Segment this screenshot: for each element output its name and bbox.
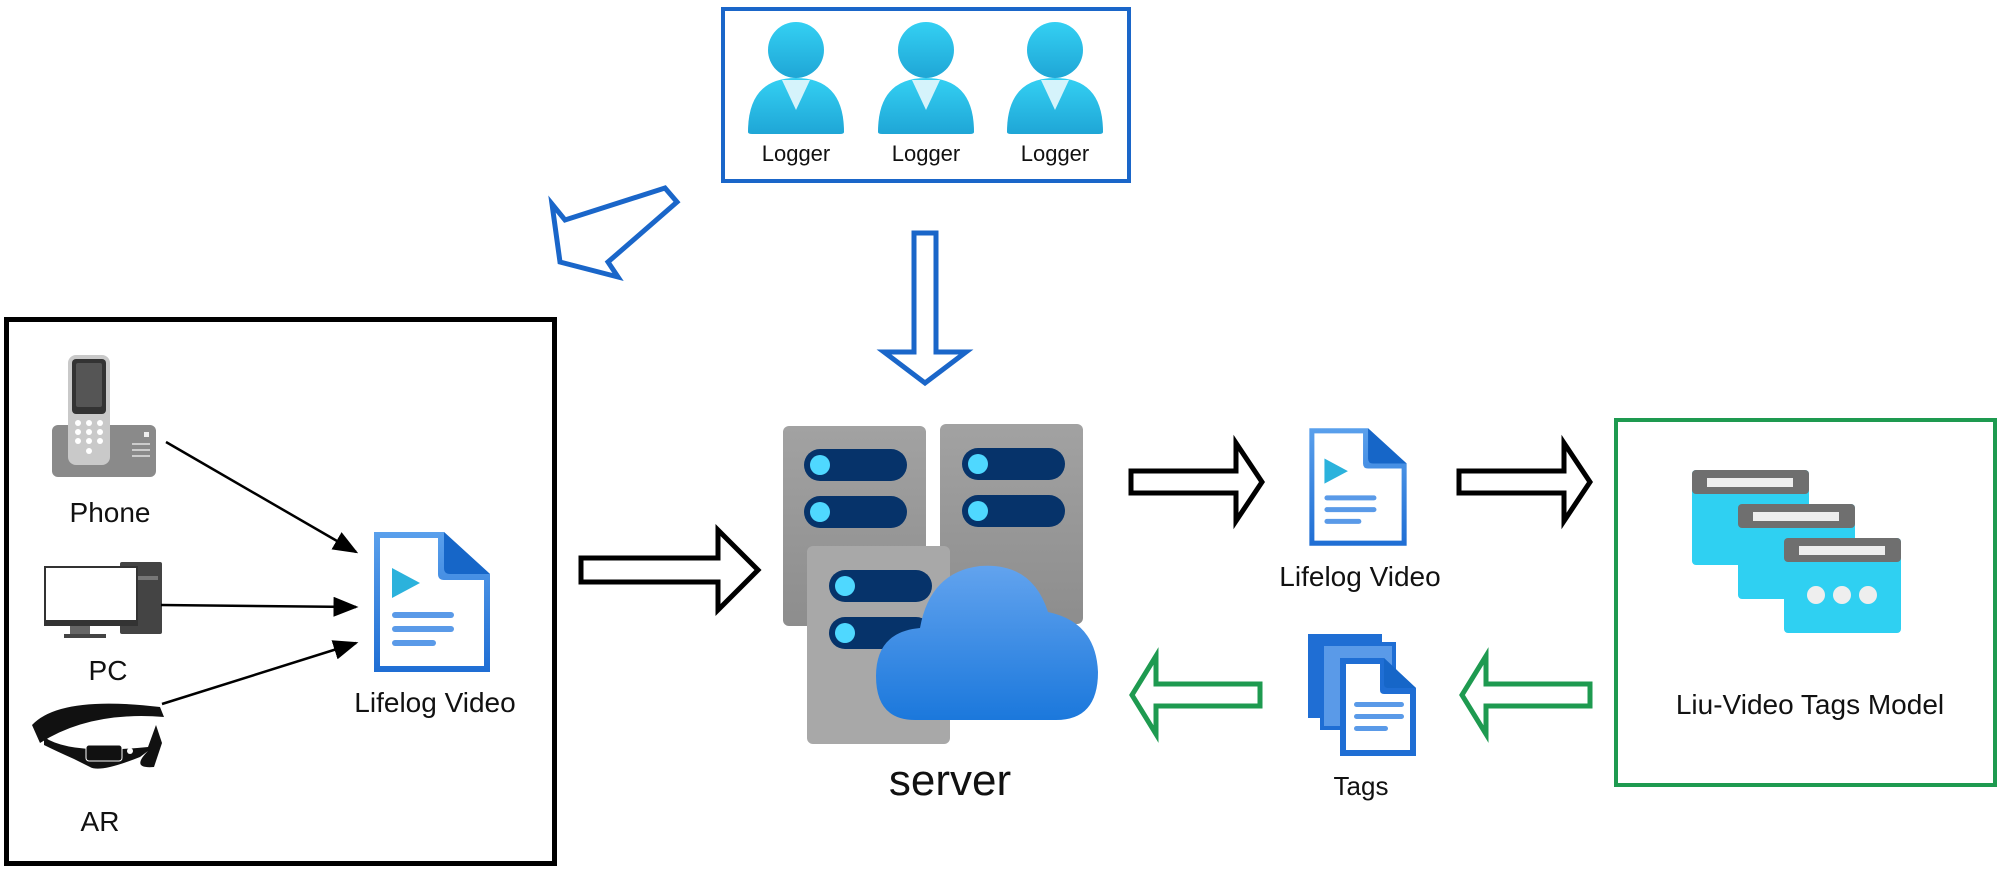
ar-to-video-arrow <box>161 640 359 706</box>
blue-arrow-down-left <box>548 185 681 282</box>
logger-person-icon <box>878 22 974 134</box>
lifelog-video-label-middle: Lifelog Video <box>1279 561 1441 592</box>
black-arrow-to-model <box>1456 434 1594 530</box>
phone-to-video-arrow <box>165 440 359 554</box>
device-label-phone: Phone <box>69 497 151 528</box>
black-arrow-to-video <box>1128 434 1266 530</box>
logger-label: Logger <box>891 141 961 166</box>
green-arrow-to-tags <box>1459 647 1593 743</box>
ar-glasses-icon <box>32 703 164 769</box>
tags-documents-icon <box>1308 634 1416 756</box>
pc-to-video-arrow <box>160 596 359 617</box>
logger-label: Logger <box>761 141 831 166</box>
logger-label: Logger <box>1020 141 1090 166</box>
logger-person-icon <box>1007 22 1103 134</box>
model-windows-icon <box>1692 470 1901 633</box>
video-document-icon <box>374 532 490 672</box>
cordless-phone-icon <box>52 355 156 477</box>
lifelog-video-label-left: Lifelog Video <box>354 687 516 718</box>
model-label: Liu-Video Tags Model <box>1675 689 1945 720</box>
logger-person-icon <box>748 22 844 134</box>
desktop-computer-icon <box>44 562 162 638</box>
server-label: server <box>888 756 1012 805</box>
black-arrow-to-server <box>578 523 762 617</box>
server-cloud-icon <box>783 424 1098 744</box>
logger-group-box <box>721 7 1131 183</box>
tags-label: Tags <box>1333 771 1389 801</box>
device-label-ar: AR <box>80 806 120 837</box>
model-group-box <box>1614 418 1997 787</box>
video-document-icon <box>1309 428 1407 546</box>
device-label-pc: PC <box>88 655 128 686</box>
green-arrow-to-server <box>1129 647 1263 743</box>
blue-arrow-down <box>876 230 974 387</box>
devices-group-box <box>4 317 557 866</box>
